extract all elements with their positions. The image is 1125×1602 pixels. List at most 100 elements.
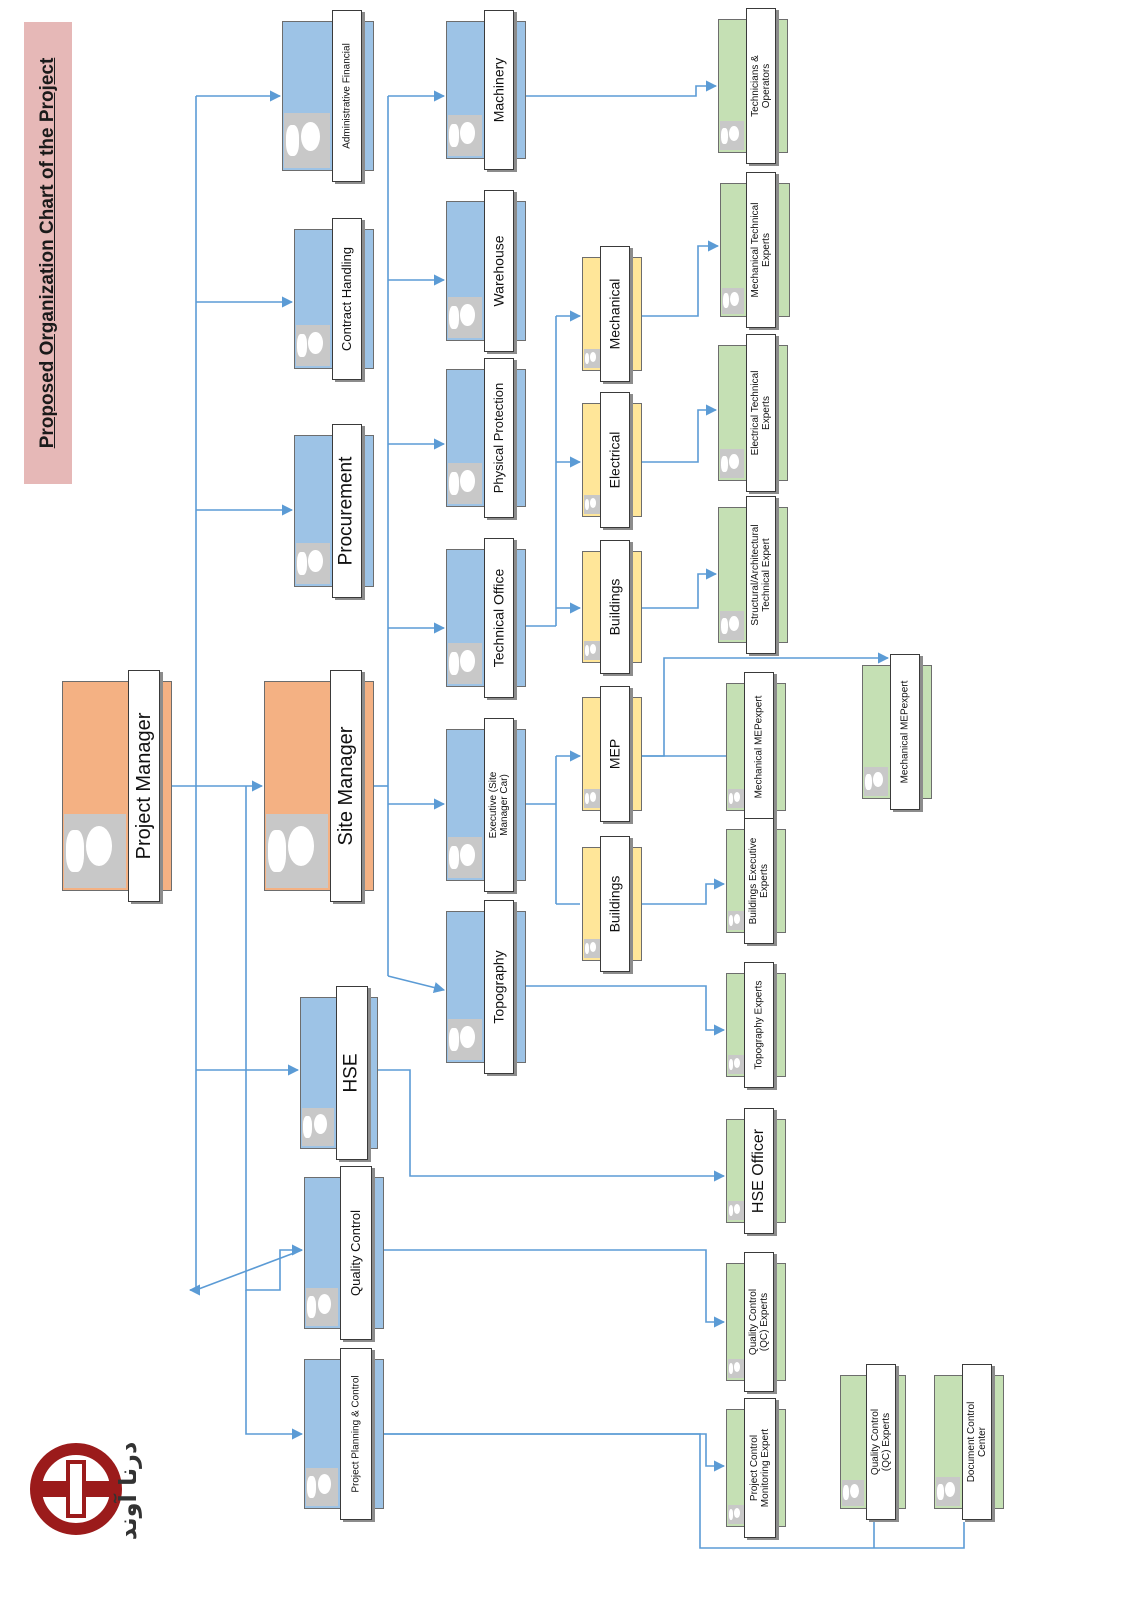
connector-sm-topography [387,975,446,993]
person-placeholder-icon [728,910,744,930]
chart-title-banner: Proposed Organization Chart of the Proje… [24,22,72,484]
person-placeholder-icon [720,121,744,150]
connector-pm-planning [245,1290,304,1440]
node-procurement: Procurement [294,424,374,598]
node-label-box: Project Planning & Control [340,1348,372,1520]
person-placeholder-icon [728,1200,744,1220]
person-placeholder-icon [584,938,600,958]
node-label-box: Machinery [484,10,514,170]
node-machinery: Machinery [446,10,526,170]
node-label-box: Topography [484,900,514,1074]
node-label-box: MEP [600,686,630,822]
connector-pm-qc [245,786,304,1291]
node-mep: MEP [582,686,642,822]
node-label: Electrical [606,431,623,489]
node-label: HSE [340,1053,362,1093]
node-label-box: Site Manager [330,670,362,902]
node-label: Project Planning & Control [350,1375,362,1493]
node-label: Mechanical MEPexpert [899,680,911,784]
person-placeholder-icon [728,1358,744,1378]
node-label: Procurement [335,456,357,566]
node-mechanical: Mechanical [582,246,642,382]
connector-planning-monitoring [384,1433,726,1472]
person-placeholder-icon [584,788,600,808]
person-placeholder-icon [448,115,482,156]
person-placeholder-icon [448,463,482,504]
node-label-box: Buildings [600,540,630,674]
node-label-box: Buildings [600,836,630,972]
node-label-box: Topography Experts [744,962,774,1088]
node-label: Physical Protection [490,382,506,494]
person-placeholder-icon [584,494,600,514]
node-label: Contract Handling [338,246,354,352]
node-technical-office: Technical Office [446,538,526,698]
node-label: Mechanical [606,278,623,350]
connector-hse-officer [378,1069,726,1182]
node-label-box: Technicians &Operators [746,8,776,164]
person-placeholder-icon [448,297,482,338]
node-label-box: Technical Office [484,538,514,698]
company-logo [30,1443,122,1535]
node-label-box: Mechanical MEPexpert [890,654,920,810]
connector-topography-experts [526,985,726,1036]
node-hse-officer: HSE Officer [726,1108,786,1234]
node-label: Buildings [606,875,623,933]
node-label-box: HSE Officer [744,1108,774,1234]
node-physical-protection: Physical Protection [446,358,526,518]
node-label: Technicians &Operators [750,55,772,117]
node-label: Quality Control(QC) Experts [870,1408,892,1476]
node-label-box: Project Manager [128,670,160,902]
node-label: Site Manager [335,726,357,846]
node-label: Topography Experts [753,980,765,1070]
node-site-manager: Site Manager [264,670,374,902]
node-label: Machinery [490,57,507,123]
node-label-box: Warehouse [484,190,514,352]
person-placeholder-icon [306,1467,338,1506]
node-qc-experts-2: Quality Control(QC) Experts [840,1364,906,1520]
person-placeholder-icon [728,788,744,808]
node-warehouse: Warehouse [446,190,526,352]
node-project-manager: Project Manager [62,670,172,902]
person-placeholder-icon [448,837,482,878]
node-label: Project Manager [133,712,155,860]
person-placeholder-icon [936,1477,960,1506]
node-label-box: Quality Control(QC) Experts [744,1252,774,1392]
node-label-box: Electrical [600,392,630,528]
connector-pm-qc-a [195,1249,303,1291]
connector-mechanical-experts [642,240,720,317]
node-quality-control: Quality Control [304,1166,384,1340]
connector-buildings-exec-experts [642,878,726,905]
node-technicians-operators: Technicians &Operators [718,8,788,164]
node-hse: HSE [300,986,378,1160]
node-label: Quality Control(QC) Experts [748,1288,770,1356]
person-placeholder-icon [728,1504,744,1524]
node-buildings-tech: Buildings [582,540,642,674]
person-placeholder-icon [296,325,330,366]
person-placeholder-icon [842,1479,864,1506]
node-label-box: Mechanical MEPexpert [744,672,774,822]
person-placeholder-icon [302,1107,334,1146]
person-placeholder-icon [722,287,744,314]
node-label: HSE Officer [750,1128,768,1214]
connector-planning-document [384,1433,965,1549]
node-label: Mechanical MEPexpert [753,695,765,799]
node-label-box: HSE [336,986,368,1160]
person-placeholder-icon [720,449,744,478]
node-label: Warehouse [490,235,507,307]
node-topography-experts: Topography Experts [726,962,786,1088]
logo-text: درنا آوند [114,1441,142,1541]
person-placeholder-icon [284,112,330,168]
